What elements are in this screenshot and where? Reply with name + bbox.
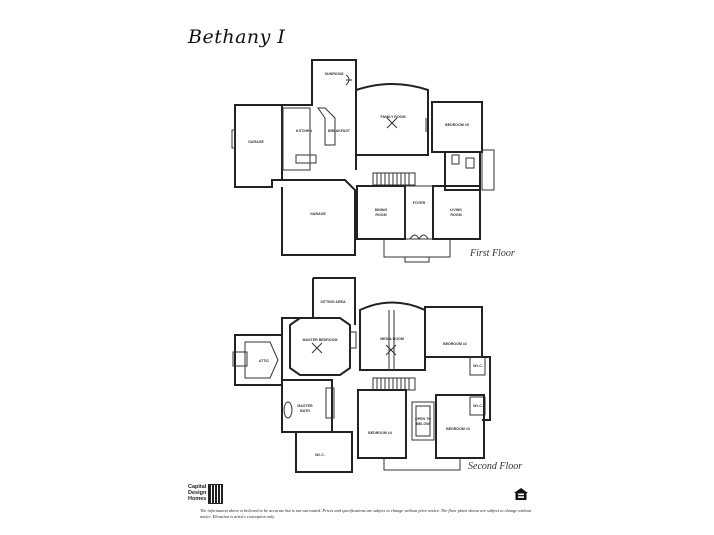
builder-logo-mark-icon (208, 484, 223, 504)
disclaimer-text: The information above is believed to be … (200, 508, 531, 519)
svg-text:W.I.C.: W.I.C. (473, 364, 483, 368)
svg-text:BEDROOM #3: BEDROOM #3 (446, 427, 470, 431)
svg-text:MEDIA ROOM: MEDIA ROOM (380, 337, 404, 341)
svg-text:SUNROOM: SUNROOM (325, 72, 344, 76)
logo-line: Homes (188, 496, 207, 502)
svg-text:FAMILY ROOM: FAMILY ROOM (381, 115, 406, 119)
svg-text:BELOW: BELOW (416, 422, 430, 426)
svg-text:W.I.C.: W.I.C. (473, 404, 483, 408)
svg-text:BREAKFAST: BREAKFAST (328, 129, 351, 133)
second-floor-plan: SITTING AREA MASTER BEDROOM MEDIA ROOM B… (232, 277, 491, 473)
svg-text:BATH: BATH (300, 409, 310, 413)
svg-text:BEDROOM #4: BEDROOM #4 (368, 431, 392, 435)
svg-text:LIVING: LIVING (450, 208, 462, 212)
svg-text:ROOM: ROOM (375, 213, 386, 217)
svg-text:DINING: DINING (375, 208, 388, 212)
logo-line: Design (188, 490, 207, 496)
svg-text:SITTING AREA: SITTING AREA (320, 300, 346, 304)
first-floor-plan: SUNROOM KITCHEN BREAKFAST FAMILY ROOM BE… (231, 59, 495, 263)
svg-text:MASTER BEDROOM: MASTER BEDROOM (303, 338, 338, 342)
svg-text:GARAGE: GARAGE (310, 212, 326, 216)
equal-housing-opportunity-icon (514, 488, 528, 500)
svg-text:BEDROOM #5: BEDROOM #5 (445, 123, 469, 127)
plan-title: Bethany I (188, 26, 286, 48)
svg-text:ROOM: ROOM (450, 213, 461, 217)
logo-line: Capital (188, 484, 207, 490)
svg-text:OPEN TO: OPEN TO (415, 417, 431, 421)
svg-text:GARAGE: GARAGE (248, 140, 264, 144)
builder-logo: Capital Design Homes (188, 484, 206, 502)
svg-text:FOYER: FOYER (413, 201, 426, 205)
svg-text:BEDROOM #2: BEDROOM #2 (443, 342, 467, 346)
svg-text:W.I.C.: W.I.C. (315, 453, 325, 457)
svg-text:KITCHEN: KITCHEN (296, 129, 312, 133)
first-floor-label: First Floor (470, 248, 515, 259)
svg-text:ATTIC: ATTIC (259, 359, 270, 363)
svg-text:MASTER: MASTER (297, 404, 313, 408)
second-floor-label: Second Floor (468, 461, 523, 472)
